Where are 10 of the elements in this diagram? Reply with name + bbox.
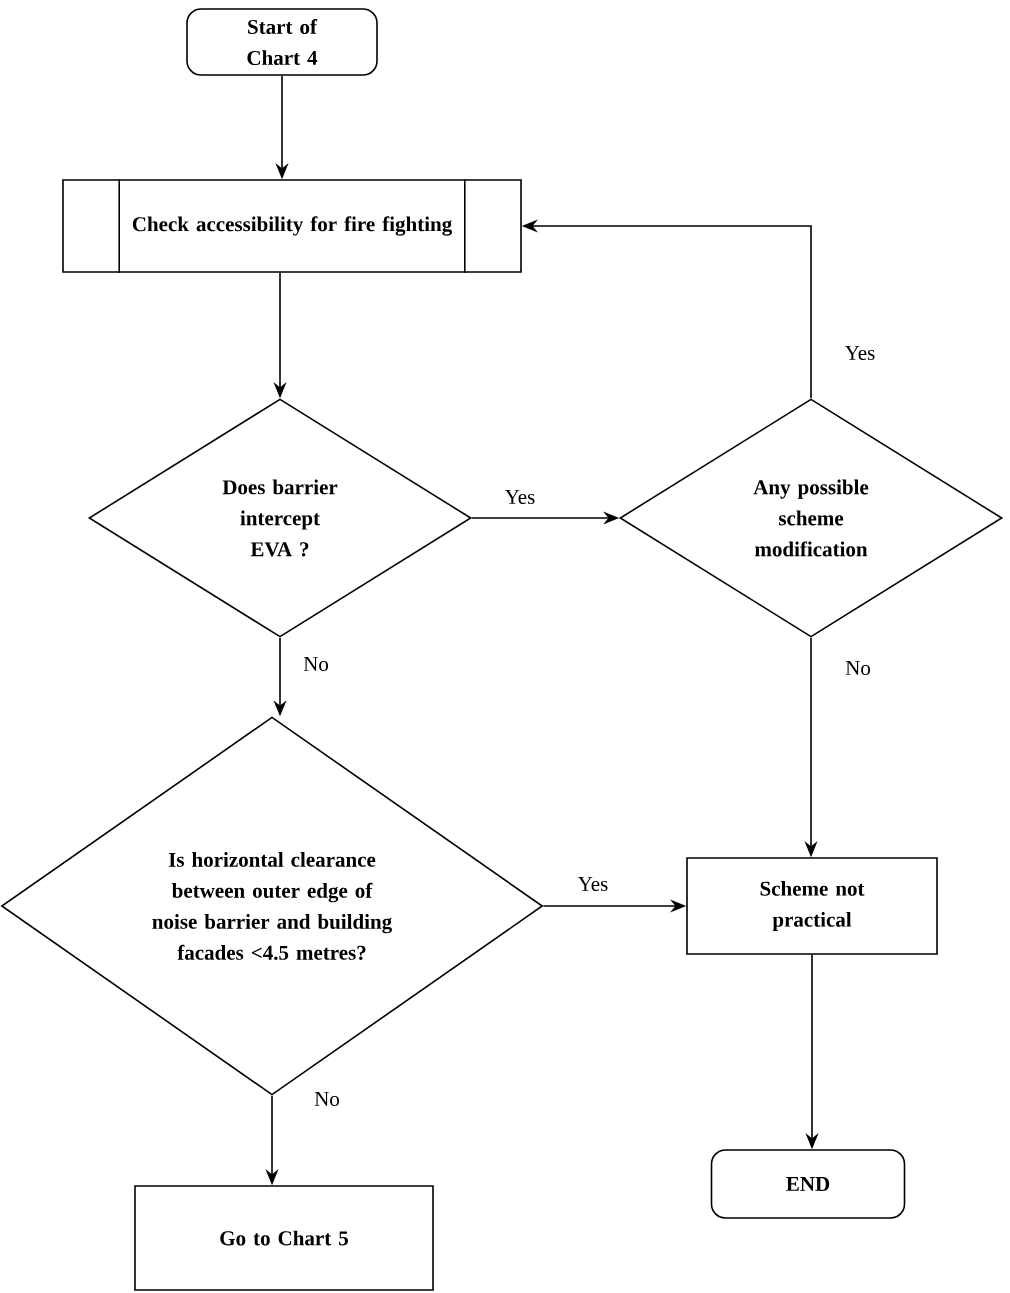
edge-label: Yes [842, 344, 878, 362]
end-terminal: END [710, 1149, 906, 1219]
edge-label: No [301, 655, 331, 673]
edge-label: Yes [502, 488, 538, 506]
process-box: Scheme not practical [686, 857, 938, 955]
edge-label: No [843, 659, 873, 677]
process-box: Check accessibility for fire fighting [62, 178, 522, 274]
process-box: Go to Chart 5 [134, 1185, 434, 1291]
edge-label: Yes [575, 875, 611, 893]
start-box: Start of Chart 4 [186, 8, 378, 76]
